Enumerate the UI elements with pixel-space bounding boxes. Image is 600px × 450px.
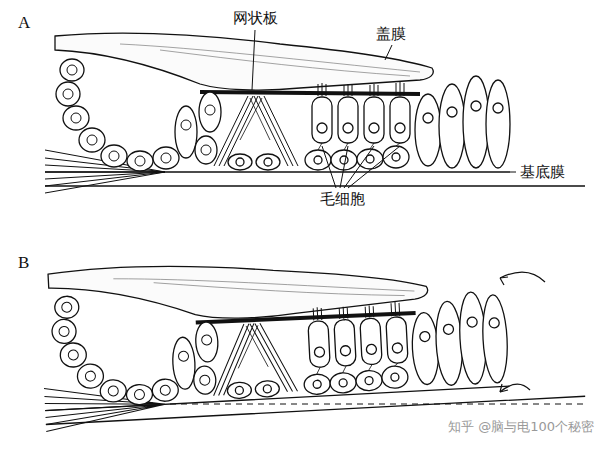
- panel-letter: B: [18, 254, 29, 272]
- arrow-head: [500, 277, 508, 285]
- motion-arrow: [500, 384, 530, 392]
- arrow-head: [500, 384, 508, 392]
- organ-panel-a: [45, 33, 585, 193]
- part-label: 基底膜: [520, 163, 565, 181]
- watermark: 知乎 @脑与电100个秘密: [448, 418, 594, 436]
- panel-letter: A: [18, 14, 30, 32]
- part-label: 毛细胞: [320, 190, 365, 208]
- rest-position-line: [170, 404, 585, 405]
- part-label: 网状板: [233, 9, 278, 27]
- organ-panel-b: [38, 244, 586, 432]
- part-label: 盖膜: [376, 25, 406, 43]
- leader-lines: [252, 30, 516, 188]
